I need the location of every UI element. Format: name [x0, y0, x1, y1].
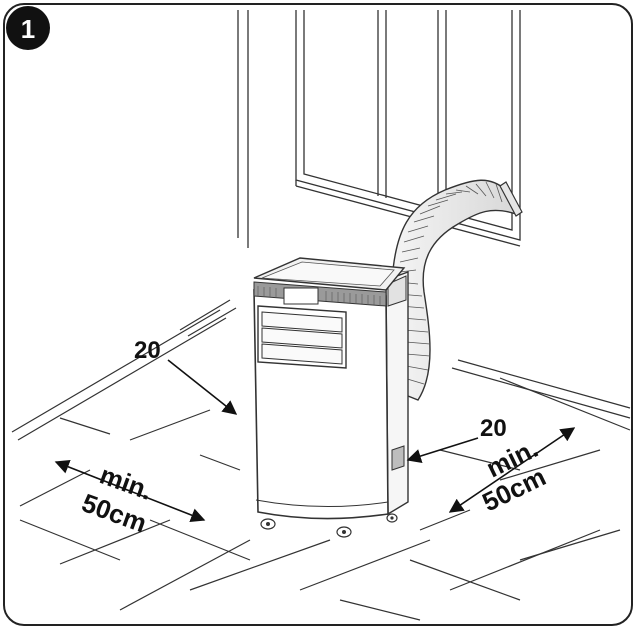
right-dimension-arrow	[448, 427, 576, 513]
right-clearance-indicator: 20 min. 50cm	[406, 415, 576, 517]
right-clearance-value: 20	[480, 415, 507, 442]
step-number: 1	[21, 14, 35, 44]
floor-tiles	[11, 299, 631, 621]
step-badge: 1	[6, 6, 50, 50]
door	[295, 10, 521, 247]
left-clearance-value: 20	[134, 337, 161, 364]
left-dimension-arrow	[54, 460, 206, 522]
air-conditioner-unit	[253, 257, 409, 538]
left-pointer-arrow	[167, 359, 238, 415]
wall-lines	[237, 10, 249, 248]
